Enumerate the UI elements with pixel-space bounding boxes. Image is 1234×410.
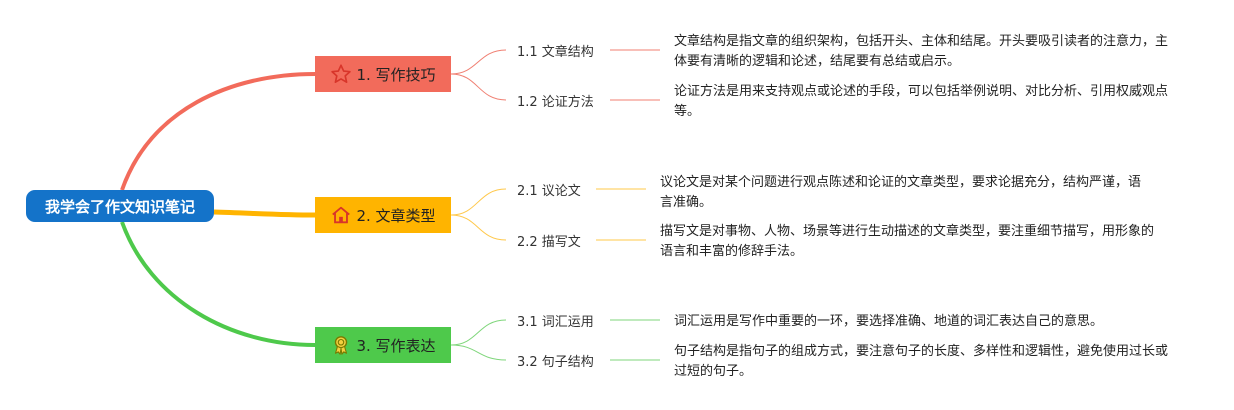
- description-descriptive-essay: 描写文是对事物、人物、场景等进行生动描述的文章类型，要注重细节描写，用形象的语言…: [660, 224, 1155, 259]
- branch-article-types[interactable]: 2. 文章类型: [315, 197, 451, 233]
- connector-root-b2: [213, 209, 316, 218]
- connector-b3-c2: [450, 344, 507, 361]
- branch-writing-expression[interactable]: 3. 写作表达: [315, 327, 451, 363]
- subtopic-argumentative-essay[interactable]: 2.1 议论文: [517, 184, 581, 199]
- connector-b3-c1: [450, 319, 507, 346]
- star-icon: [330, 63, 352, 85]
- subtopic-vocabulary-usage[interactable]: 3.1 词汇运用: [517, 315, 594, 330]
- connector-root-b3: [120, 221, 316, 347]
- root-node[interactable]: 我学会了作文知识笔记: [26, 190, 214, 222]
- branch-label: 1. 写作技巧: [356, 65, 436, 84]
- subtopic-article-structure[interactable]: 1.1 文章结构: [517, 45, 594, 60]
- subtopic-argument-methods[interactable]: 1.2 论证方法: [517, 95, 594, 110]
- description-sentence-structure: 句子结构是指句子的组成方式，要注意句子的长度、多样性和逻辑性，避免使用过长或过短…: [674, 344, 1169, 379]
- description-argumentative-essay: 议论文是对某个问题进行观点陈述和论证的文章类型，要求论据充分，结构严谨，语言准确…: [660, 175, 1142, 210]
- connector-root-b1: [120, 72, 316, 191]
- branch-label: 3. 写作表达: [356, 336, 436, 355]
- connector-b1-c2: [450, 73, 507, 101]
- description-argument-methods: 论证方法是用来支持观点或论述的手段，可以包括举例说明、对比分析、引用权威观点等。: [674, 84, 1169, 119]
- connector-b2-c2: [450, 214, 507, 241]
- connector-b2-c1: [450, 188, 507, 216]
- connector-b1-c1: [450, 49, 507, 75]
- root-label: 我学会了作文知识笔记: [44, 197, 195, 216]
- home-icon: [330, 204, 352, 226]
- branch-label: 2. 文章类型: [356, 206, 436, 225]
- subtopic-descriptive-essay[interactable]: 2.2 描写文: [517, 235, 581, 250]
- branch-writing-skills[interactable]: 1. 写作技巧: [315, 56, 451, 92]
- description-vocabulary-usage: 词汇运用是写作中重要的一环，要选择准确、地道的词汇表达自己的意思。: [674, 314, 1104, 329]
- subtopic-sentence-structure[interactable]: 3.2 句子结构: [517, 355, 594, 370]
- award-icon: [330, 334, 352, 356]
- description-article-structure: 文章结构是指文章的组织架构，包括开头、主体和结尾。开头要吸引读者的注意力，主体要…: [674, 34, 1169, 69]
